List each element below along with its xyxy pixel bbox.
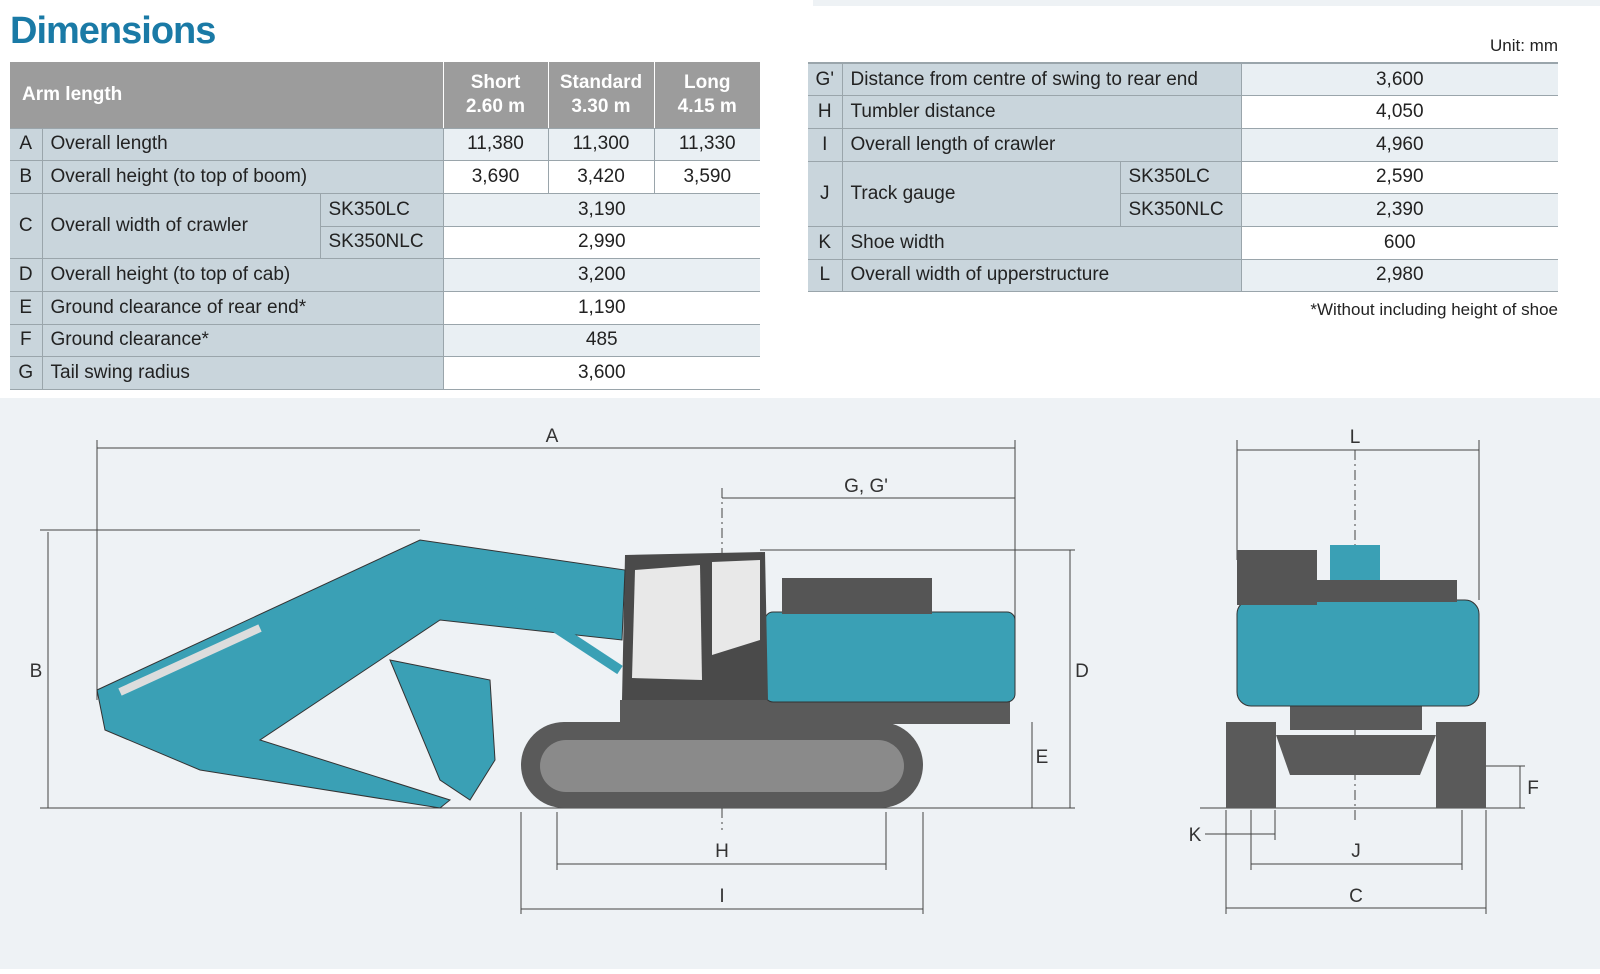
model-label: SK350NLC [319,226,443,260]
value: 3,190 [442,193,760,227]
row-label: Tail swing radius [42,356,443,390]
table-row: K Shoe width 600 [808,226,1558,260]
row-label: Overall width of crawler [42,193,320,260]
row-label: Overall height (to top of boom) [42,160,443,194]
model-label: SK350LC [319,193,443,227]
row-label: Overall length [42,128,443,162]
top-bar [813,0,1600,6]
table-row: C Overall width of crawler SK350LC 3,190 [10,193,760,260]
table-row: D Overall height (to top of cab) 3,200 [10,258,760,292]
table-row: I Overall length of crawler 4,960 [808,128,1558,162]
table-row: G' Distance from centre of swing to rear… [808,63,1558,97]
table-row: SK350NLC 2,990 [10,226,760,260]
value: 11,380 [442,128,548,162]
dim-label-e: E [1036,747,1049,768]
dimension-diagram: A G, G' B D E H I L F K J C [0,398,1600,969]
row-label: Overall height (to top of cab) [42,258,443,292]
dim-label-k: K [1189,825,1202,846]
table-row: SK350NLC 2,390 [808,193,1558,227]
row-key: L [808,259,843,293]
value: 11,300 [547,128,654,162]
row-key: I [808,128,843,162]
row-key: H [808,95,843,129]
value: 4,960 [1240,128,1558,162]
row-label: Tumbler distance [842,95,1241,129]
row-key: C [10,193,43,260]
value: 3,690 [442,160,548,194]
value: 600 [1240,226,1558,260]
table-row: J Track gauge SK350LC 2,590 [808,161,1558,227]
table-row: L Overall width of upperstructure 2,980 [808,259,1558,293]
row-key: G' [808,63,843,97]
dim-label-j: J [1351,841,1361,862]
table-row: B Overall height (to top of boom) 3,690 … [10,160,760,194]
dim-label-i: I [719,886,724,907]
dim-label-c: C [1349,886,1363,907]
model-label: SK350NLC [1119,193,1241,227]
row-label: Ground clearance* [42,324,443,358]
table-row: H Tumbler distance 4,050 [808,95,1558,129]
row-label: Overall width of upperstructure [842,259,1241,293]
row-label: Shoe width [842,226,1241,260]
row-key: E [10,291,43,325]
excavator-drawing: A G, G' B D E H I L F K J C [30,426,1539,914]
value: 485 [442,324,760,358]
row-key: K [808,226,843,260]
table-row: A Overall length 11,380 11,300 11,330 [10,128,760,162]
value: 3,200 [442,258,760,292]
row-label: Distance from centre of swing to rear en… [842,63,1241,97]
value: 4,050 [1240,95,1558,129]
arm-length-header: Arm length [10,62,444,129]
row-label: Ground clearance of rear end* [42,291,443,325]
table-row: F Ground clearance* 485 [10,324,760,358]
value: 2,590 [1240,161,1558,195]
row-key: B [10,160,43,194]
value: 3,600 [1240,63,1558,97]
row-label: Overall length of crawler [842,128,1241,162]
value: 3,600 [442,356,760,390]
value: 2,990 [442,226,760,260]
excavator-side-view [96,539,1016,809]
footnote: *Without including height of shoe [1310,300,1558,319]
dim-label-a: A [546,426,559,447]
dim-label-f: F [1527,778,1539,799]
value: 3,590 [653,160,760,194]
row-label: Track gauge [842,161,1120,227]
dim-label-l: L [1350,427,1361,448]
table-row: E Ground clearance of rear end* 1,190 [10,291,760,325]
page-title: Dimensions [10,10,216,52]
dim-label-h: H [715,841,729,862]
value: 2,390 [1240,193,1558,227]
excavator-rear-view [1226,545,1486,808]
row-key: G [10,356,43,390]
row-key: D [10,258,43,292]
model-label: SK350LC [1119,161,1241,195]
dim-label-g: G, G' [844,476,888,497]
row-key: A [10,128,43,162]
dim-label-b: B [30,661,43,682]
value: 11,330 [653,128,760,162]
row-key: J [808,161,843,227]
table-row: G Tail swing radius 3,600 [10,356,760,390]
dim-label-d: D [1075,661,1089,682]
dimensions-table-2: G' Distance from centre of swing to rear… [808,62,1558,293]
value: 2,980 [1240,259,1558,293]
value: 1,190 [442,291,760,325]
row-key: F [10,324,43,358]
unit-label: Unit: mm [1490,36,1558,55]
value: 3,420 [547,160,654,194]
